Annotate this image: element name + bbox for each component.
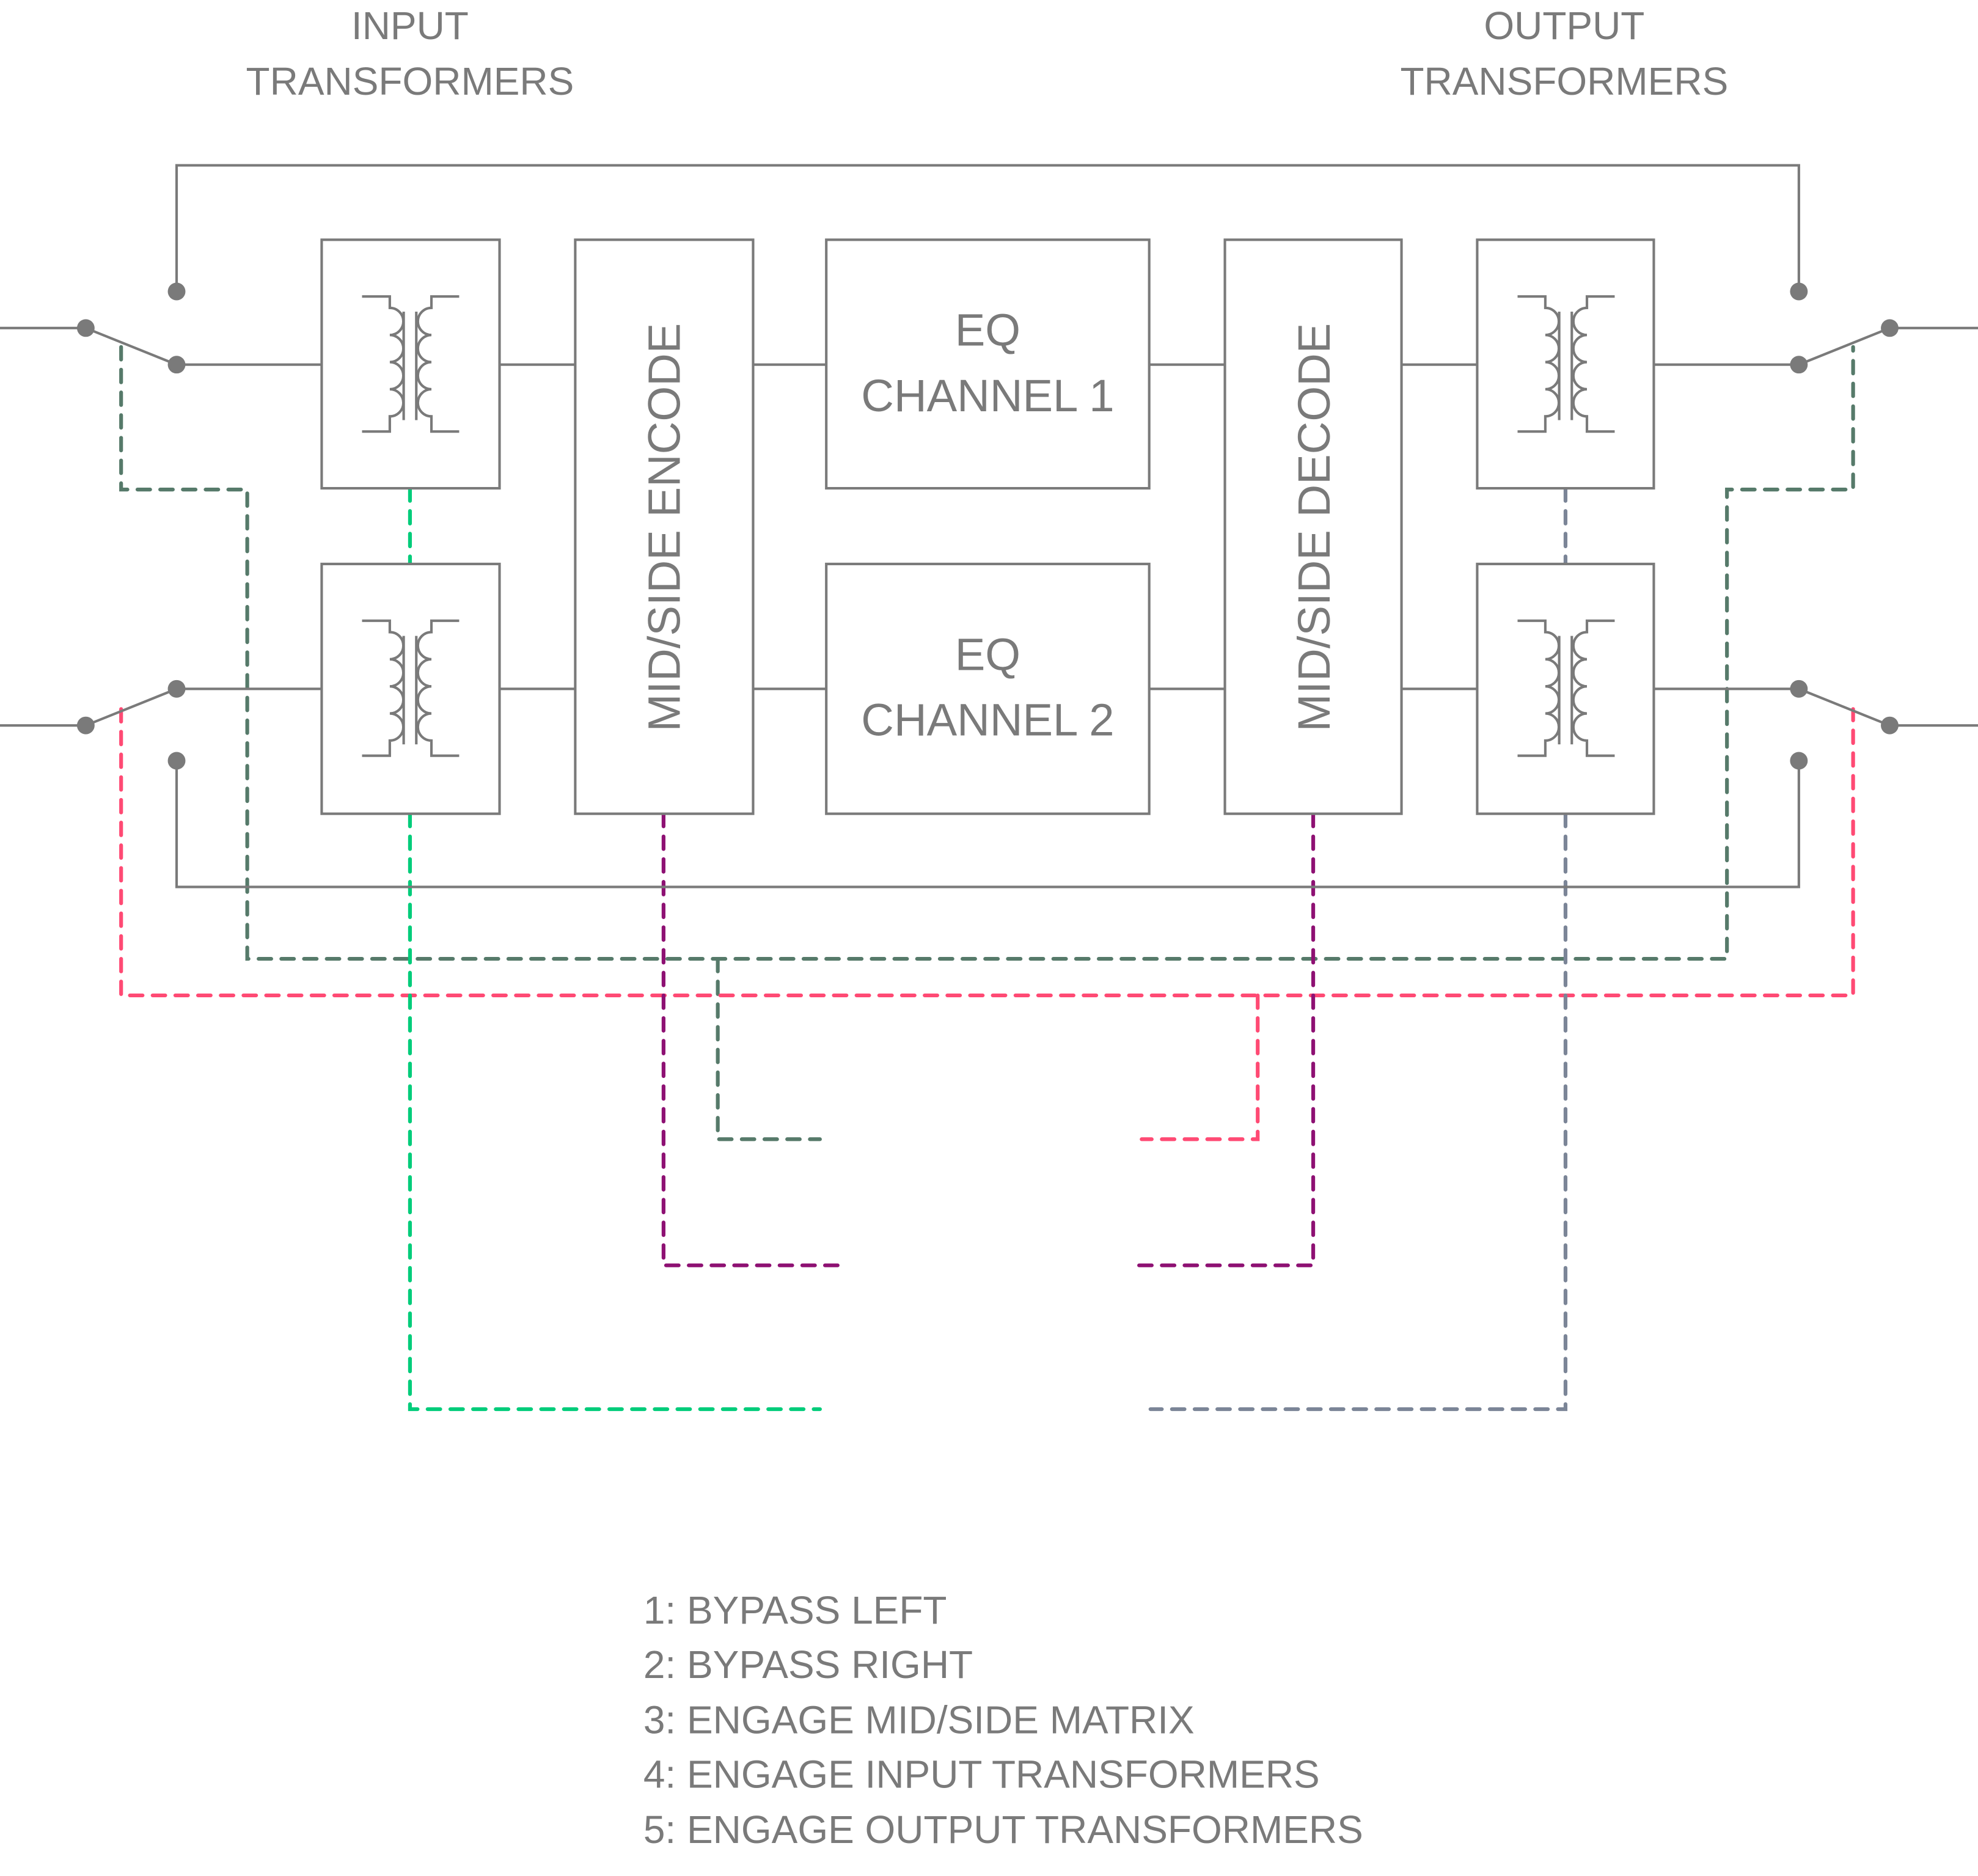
output-transformer-1 xyxy=(1476,238,1655,490)
legend-item: 3: ENGAGE MID/SIDE MATRIX xyxy=(643,1698,1195,1742)
input-transformer-control-line xyxy=(408,486,822,1412)
input-transformers-header: INPUT xyxy=(351,4,469,48)
eq-channel-2-block: EQ CHANNEL 2 xyxy=(825,562,1151,815)
svg-text:CHANNEL 1: CHANNEL 1 xyxy=(861,370,1114,421)
bypass-left-control-line xyxy=(119,345,1855,1141)
output-transformers-header: OUTPUT xyxy=(1484,4,1644,48)
svg-text:MID/SIDE DECODE: MID/SIDE DECODE xyxy=(1289,323,1339,732)
bypass-wire-top xyxy=(175,164,1800,291)
bypass-wire-bottom xyxy=(175,760,1800,889)
legend: 1: BYPASS LEFT 2: BYPASS RIGHT 3: ENGAGE… xyxy=(643,1588,1363,1852)
svg-text:MID/SIDE ENCODE: MID/SIDE ENCODE xyxy=(639,323,690,732)
output-transformers-header-2: TRANSFORMERS xyxy=(1400,59,1728,103)
output-transformer-2 xyxy=(1476,562,1655,815)
switch-contacts xyxy=(76,282,1899,770)
legend-item: 1: BYPASS LEFT xyxy=(643,1588,947,1632)
mid-side-encode-block: MID/SIDE ENCODE xyxy=(574,238,755,815)
bypass-right-control-line xyxy=(119,707,1855,1141)
output-transformer-control-line xyxy=(1148,486,1568,1412)
svg-text:EQ: EQ xyxy=(955,629,1020,680)
mid-side-control-line xyxy=(661,812,1316,1267)
mid-side-decode-block: MID/SIDE DECODE xyxy=(1223,238,1403,815)
input-transformer-2 xyxy=(320,562,501,815)
legend-item: 5: ENGAGE OUTPUT TRANSFORMERS xyxy=(643,1808,1363,1852)
eq-channel-1-block: EQ CHANNEL 1 xyxy=(825,238,1151,490)
svg-text:EQ: EQ xyxy=(955,305,1020,356)
svg-text:CHANNEL 2: CHANNEL 2 xyxy=(861,695,1114,746)
input-transformer-1 xyxy=(320,238,501,490)
legend-item: 4: ENGAGE INPUT TRANSFORMERS xyxy=(643,1752,1320,1796)
input-transformers-header-2: TRANSFORMERS xyxy=(246,59,574,103)
legend-item: 2: BYPASS RIGHT xyxy=(643,1643,973,1687)
